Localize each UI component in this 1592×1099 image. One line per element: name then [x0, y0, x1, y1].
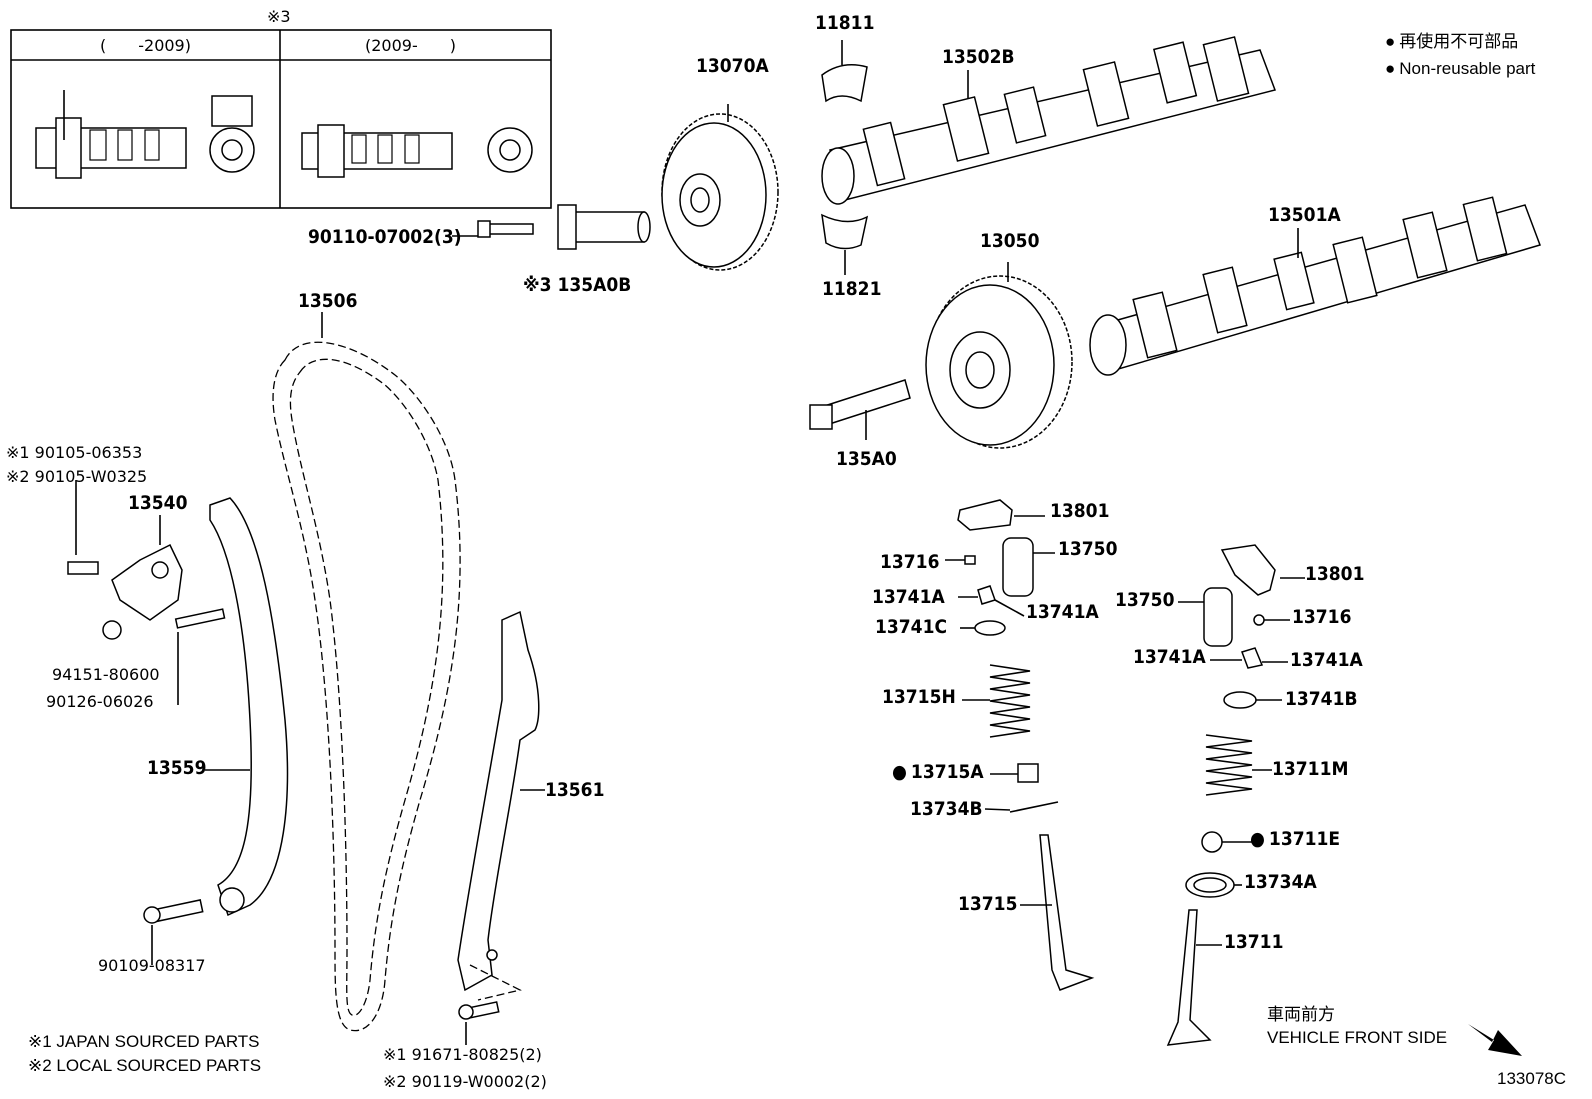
retainer-13741C-illustration — [960, 620, 1006, 636]
label-13741A-right-1: 13741A — [1133, 646, 1206, 668]
label-13734B: 13734B — [910, 798, 983, 820]
washer-13734B-illustration — [984, 801, 1059, 813]
label-13502B: 13502B — [942, 46, 1015, 68]
label-13741C: 13741C — [875, 616, 948, 638]
inset-col-left-label: ( -2009) — [100, 36, 191, 55]
cap-13716-right-illustration — [1253, 614, 1290, 626]
camshaft-13501A-illustration — [1089, 196, 1541, 376]
label-90105-jp: ※1 90105-06353 — [6, 443, 143, 462]
legend-jp: 再使用不可部品 — [1385, 33, 1518, 50]
spring-13711M-illustration — [1205, 734, 1272, 796]
bolt-90109-illustration — [143, 899, 204, 965]
label-135A0B: ※3 135A0B — [523, 274, 632, 296]
spring-13715H-illustration — [962, 664, 1031, 738]
diagram-id: 133078C — [1497, 1069, 1567, 1088]
vvt-gear-13070A-illustration — [661, 104, 779, 271]
label-13715A: 13715A — [892, 763, 984, 782]
label-13711: 13711 — [1224, 931, 1284, 953]
label-13501A: 13501A — [1268, 204, 1341, 226]
label-13715H: 13715H — [882, 686, 956, 708]
label-13050: 13050 — [980, 230, 1040, 252]
label-13741A-right-2: 13741A — [1290, 649, 1363, 671]
label-13801-right: 13801 — [1305, 563, 1365, 585]
keys-13741A-left-illustration — [958, 585, 1025, 617]
nut-94151-illustration — [102, 620, 122, 640]
retainer-13741B-illustration — [1223, 691, 1282, 709]
label-135A0: 135A0 — [836, 448, 897, 470]
washer-13734A-illustration — [1185, 872, 1242, 898]
valve-13715-illustration — [1020, 834, 1095, 991]
label-90105-local: ※2 90105-W0325 — [6, 467, 148, 486]
label-13716-left: 13716 — [880, 551, 940, 573]
label-13070A: 13070A — [696, 55, 769, 77]
label-13801-left: 13801 — [1050, 500, 1110, 522]
lash-adjuster-13750-left-illustration — [1002, 537, 1055, 597]
keys-13741A-right-illustration — [1210, 647, 1288, 669]
bolt-90110-illustration — [452, 220, 534, 238]
ocv-new-illustration — [301, 124, 533, 178]
label-13741B: 13741B — [1285, 688, 1358, 710]
inset-col-right-label: (2009- ) — [365, 36, 456, 55]
ocv-135A0B-illustration — [557, 204, 651, 250]
camshaft-13502B-illustration — [821, 36, 1276, 205]
ocv-old-illustration — [35, 90, 255, 179]
seal-13711E-illustration — [1201, 831, 1252, 853]
label-13750-right: 13750 — [1115, 589, 1175, 611]
label-13711E: 13711E — [1250, 830, 1340, 849]
rocker-arm-13801-right-illustration — [1220, 544, 1305, 596]
front-arrow-icon — [1460, 1018, 1522, 1056]
footnote-japan: ※1 JAPAN SOURCED PARTS — [28, 1032, 260, 1051]
inset-box — [10, 29, 552, 209]
label-13506: 13506 — [298, 290, 358, 312]
valve-13711-illustration — [1166, 909, 1222, 1046]
label-13540: 13540 — [128, 492, 188, 514]
stud-90126-illustration — [174, 608, 226, 705]
label-11821: 11821 — [822, 278, 882, 300]
label-13734A: 13734A — [1244, 871, 1317, 893]
label-11811: 11811 — [815, 12, 875, 34]
bolt-91671-illustration — [458, 1001, 500, 1045]
inset-ref-mark: ※3 — [267, 7, 291, 26]
label-13716-right: 13716 — [1292, 606, 1352, 628]
front-label-en: VEHICLE FRONT SIDE — [1267, 1028, 1448, 1047]
timing-chain-13506-illustration — [272, 312, 461, 1032]
label-90126: 90126-06026 — [46, 692, 154, 711]
bolt-135A0-illustration — [809, 379, 911, 440]
rocker-arm-13801-left-illustration — [957, 499, 1045, 531]
bolt-90105-illustration — [67, 480, 99, 575]
vvt-gear-13050-illustration — [925, 262, 1073, 449]
cap-13716-left-illustration — [945, 555, 976, 565]
tensioner-13540-illustration — [111, 515, 183, 621]
bearing-11811-illustration — [821, 40, 868, 103]
bearing-11821-illustration — [821, 213, 869, 275]
label-90109: 90109-08317 — [98, 956, 206, 975]
label-94151: 94151-80600 — [52, 665, 160, 684]
label-13741A-left-2: 13741A — [1026, 601, 1099, 623]
label-13561: 13561 — [545, 779, 605, 801]
label-13711M: 13711M — [1272, 758, 1349, 780]
label-13750-left: 13750 — [1058, 538, 1118, 560]
footnote-local: ※2 LOCAL SOURCED PARTS — [28, 1056, 262, 1075]
label-13559: 13559 — [147, 757, 207, 779]
label-90119: ※2 90119-W0002(2) — [383, 1072, 547, 1091]
seal-13715A-illustration — [990, 763, 1039, 783]
chain-slipper-13559-illustration — [205, 497, 289, 917]
label-13741A-left-1: 13741A — [872, 586, 945, 608]
front-label-jp: 車両前方 — [1267, 1005, 1335, 1024]
label-91671: ※1 91671-80825(2) — [383, 1045, 542, 1064]
lash-adjuster-13750-right-illustration — [1178, 587, 1233, 647]
label-90110: 90110-07002(3) — [308, 226, 462, 248]
label-13715: 13715 — [958, 893, 1018, 915]
legend-en: Non-reusable part — [1385, 60, 1535, 77]
chain-guide-13561-illustration — [457, 610, 545, 1001]
